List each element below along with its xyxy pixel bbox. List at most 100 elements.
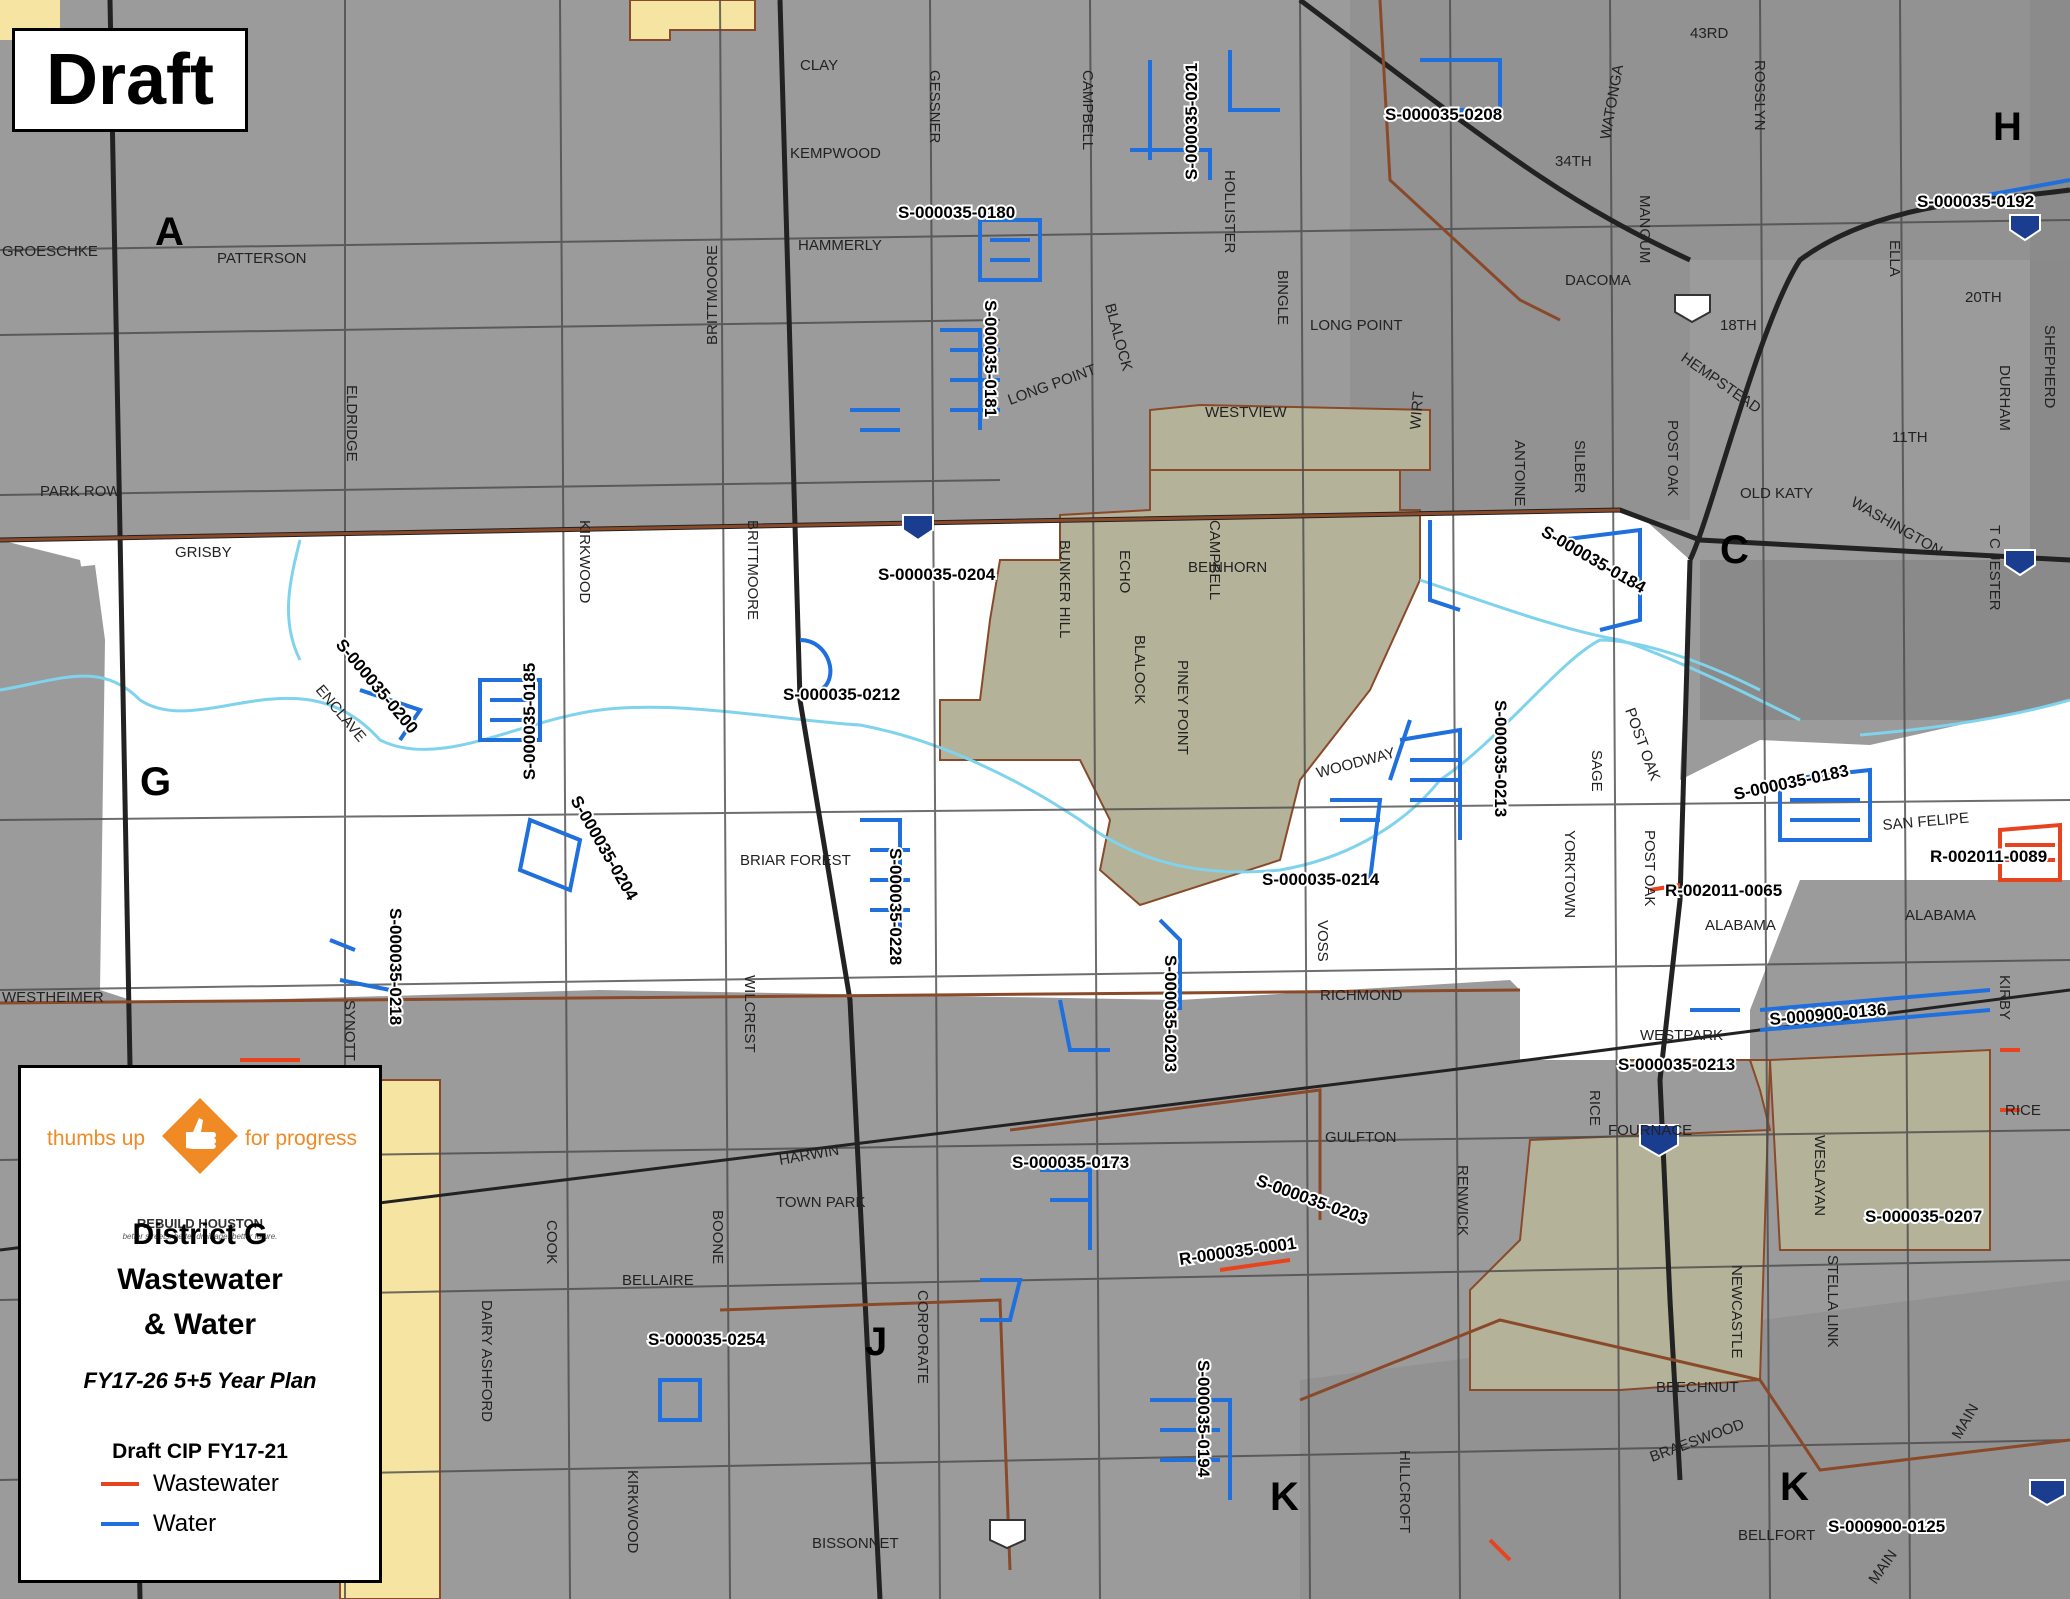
street-label: FOURNACE — [1608, 1122, 1692, 1139]
street-label: WIRT — [1407, 391, 1427, 430]
street-label: BRITTMOORE — [704, 245, 721, 345]
project-label: S-000035-0201 — [1182, 63, 1201, 180]
street-label: SILBER — [1571, 440, 1588, 494]
map-legend: thumbs up for progress REBUILD HOUSTON b… — [18, 1065, 382, 1583]
water-swatch — [101, 1522, 139, 1526]
project-label: R-002011-0089 — [1930, 847, 2047, 866]
street-label: PARK ROW — [40, 483, 121, 500]
street-label: ALABAMA — [1905, 907, 1976, 924]
street-label: ELDRIDGE — [343, 385, 360, 462]
highway-shields — [902, 214, 2066, 1550]
street-label: GRISBY — [175, 544, 232, 561]
project-label: S-000035-0212 — [783, 685, 900, 704]
district-letter-k-west: K — [1270, 1475, 1299, 1519]
district-letter-g: G — [140, 760, 171, 804]
street-label: WESTPARK — [1640, 1027, 1723, 1044]
street-label: ELLA — [1886, 240, 1903, 277]
street-label: RICE — [2005, 1102, 2041, 1119]
wastewater-label: Wastewater — [153, 1470, 279, 1497]
legend-plan: FY17-26 5+5 Year Plan — [83, 1368, 317, 1393]
logo-tagline: better streets. better drainage. better … — [122, 1232, 278, 1241]
street-label: GROESCHKE — [2, 243, 98, 260]
street-label: WESLAYAN — [1811, 1135, 1828, 1216]
street-label: CAMPBELL — [1206, 520, 1223, 600]
street-label: BEINHORN — [1188, 559, 1267, 576]
district-letter-a: A — [155, 210, 184, 254]
legend-water-row: Water — [101, 1510, 216, 1538]
district-letters: A G J K K C H — [140, 105, 2022, 1519]
street-label: ECHO — [1116, 550, 1133, 593]
street-label: DACOMA — [1565, 272, 1631, 289]
project-label: S-000035-0213 — [1491, 700, 1510, 817]
logo-right-text: for progress — [245, 1127, 357, 1150]
street-label: CLAY — [800, 57, 838, 74]
legend-title-2: Wastewater — [117, 1263, 283, 1296]
street-label: BRIAR FOREST — [740, 852, 851, 869]
memorial-village-area — [939, 469, 1421, 907]
street-label: CORPORATE — [914, 1290, 931, 1384]
street-label: COOK — [543, 1220, 560, 1264]
project-label: S-000035-0214 — [1262, 870, 1380, 889]
district-letter-h: H — [1993, 105, 2022, 149]
street-label: WILCREST — [741, 975, 758, 1053]
street-label: STELLA LINK — [1824, 1255, 1841, 1348]
street-label: 43RD — [1690, 25, 1729, 42]
street-label: ANTOINE — [1511, 440, 1528, 506]
street-label: CAMPBELL — [1079, 70, 1096, 150]
project-label: S-000035-0213 — [1618, 1055, 1735, 1074]
street-label: TOWN PARK — [776, 1194, 865, 1211]
project-label: S-000900-0125 — [1828, 1517, 1945, 1536]
street-label: GESSNER — [926, 70, 943, 144]
street-label: PINEY POINT — [1174, 660, 1191, 755]
street-label: MANGUM — [1636, 195, 1653, 263]
district-letter-c: C — [1720, 528, 1749, 572]
project-label: R-002011-0065 — [1665, 881, 1782, 900]
street-label: VOSS — [1314, 920, 1331, 962]
street-label: DURHAM — [1996, 365, 2013, 431]
street-label: PATTERSON — [217, 250, 306, 267]
street-label: KIRKWOOD — [624, 1470, 641, 1554]
street-label: WESTVIEW — [1205, 404, 1288, 421]
project-label: S-000035-0181 — [981, 300, 1000, 417]
project-label: S-000035-0218 — [386, 908, 405, 1025]
district-g-north-tab — [1149, 403, 1431, 471]
creeks — [0, 539, 2070, 874]
street-label: HOLLISTER — [1221, 170, 1238, 254]
district-g-boundary — [0, 510, 2070, 1058]
street-label: DAIRY ASHFORD — [478, 1300, 495, 1422]
street-label: POST OAK — [1641, 830, 1658, 906]
logo-left-text: thumbs up — [47, 1127, 145, 1150]
project-label: S-000035-0228 — [886, 848, 905, 965]
project-label: S-000035-0203 — [1161, 955, 1180, 1072]
district-c-darker-area — [1350, 0, 2070, 520]
street-label: KEMPWOOD — [790, 145, 881, 162]
legend-title-3: & Water — [143, 1308, 257, 1341]
project-label: S-000035-0173 — [1012, 1153, 1129, 1172]
street-label: BOONE — [709, 1210, 726, 1264]
street-label: SAGE — [1588, 750, 1605, 792]
rebuild-houston-logo: thumbs up for progress — [47, 1098, 357, 1174]
draft-stamp: Draft — [12, 28, 248, 132]
wastewater-swatch — [101, 1482, 139, 1486]
street-label: T C JESTER — [1986, 525, 2003, 611]
district-g-west-notch — [0, 565, 105, 992]
district-letter-j: J — [865, 1320, 887, 1364]
street-label: 34TH — [1555, 153, 1592, 170]
project-label: S-000035-0194 — [1194, 1360, 1213, 1478]
bellaire-east-area — [1768, 1048, 1991, 1251]
street-label: LONG POINT — [1310, 317, 1403, 334]
street-label: RICHMOND — [1320, 987, 1403, 1004]
street-label: SHEPHERD — [2041, 325, 2058, 409]
street-label: RICE — [1586, 1090, 1603, 1126]
street-label: 18TH — [1720, 317, 1757, 334]
street-label: 20TH — [1965, 289, 2002, 306]
street-label: KIRKWOOD — [576, 520, 593, 604]
street-label: BLALOCK — [1131, 635, 1148, 704]
water-projects — [329, 50, 2070, 1500]
street-label: BRITTMOORE — [744, 520, 761, 620]
street-label: BELLAIRE — [622, 1272, 694, 1289]
project-label: S-000035-0254 — [648, 1330, 766, 1349]
project-label: S-000035-0208 — [1385, 105, 1502, 124]
project-label: S-000035-0207 — [1865, 1207, 1982, 1226]
